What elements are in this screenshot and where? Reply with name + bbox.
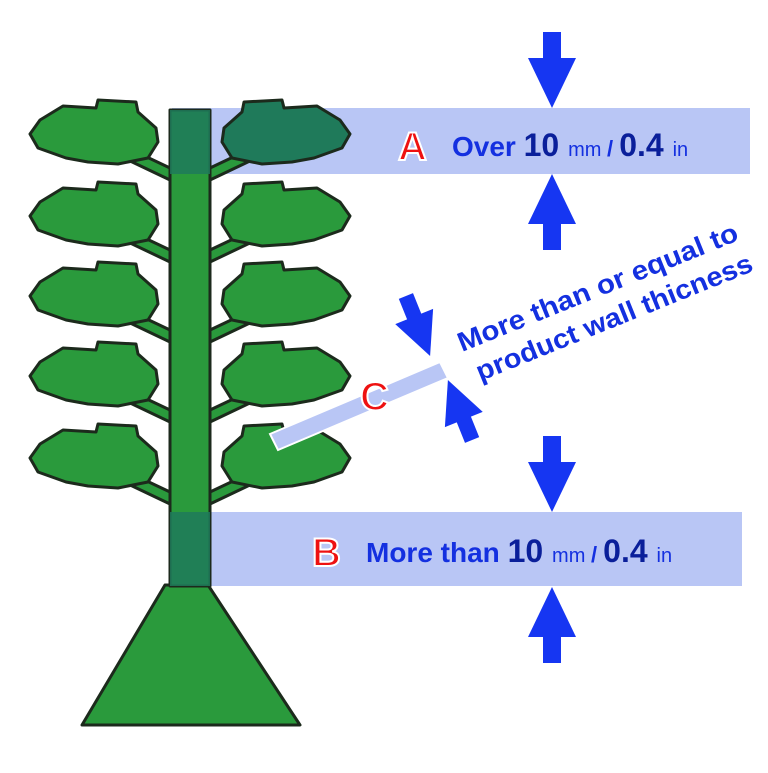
molded-part-right	[220, 340, 352, 408]
molded-part-right	[220, 260, 352, 328]
label-b-value-mm: 10	[508, 533, 552, 569]
up-arrow-icon	[528, 587, 576, 663]
label-a-text: Over 10 mm / 0.4 in	[452, 127, 688, 163]
molded-part-left	[28, 98, 160, 166]
label-b-prefix: More than	[366, 537, 508, 568]
label-b-separator: /	[591, 542, 603, 567]
label-a-unit-mm: mm	[568, 139, 607, 161]
label-b-unit-in: in	[657, 545, 673, 567]
label-a-prefix: Over	[452, 131, 524, 162]
molded-part-right	[220, 98, 352, 166]
up-arrow-icon	[528, 174, 576, 250]
runner-tree	[28, 98, 352, 727]
molded-part-left	[28, 180, 160, 248]
label-a-value-in: 0.4	[619, 127, 672, 163]
band-b	[172, 512, 742, 586]
label-b-unit-mm: mm	[552, 545, 591, 567]
label-a-letter: A	[398, 125, 427, 169]
band-c	[268, 360, 450, 452]
molded-part-left	[28, 340, 160, 408]
band-a-overlay	[170, 110, 210, 174]
label-b-value-in: 0.4	[603, 533, 656, 569]
sprue-base	[80, 583, 302, 727]
molded-part-left	[28, 422, 160, 490]
down-arrow-icon	[386, 288, 450, 364]
label-b-letter: B	[312, 531, 341, 575]
down-arrow-icon	[528, 436, 576, 512]
label-a-value-mm: 10	[524, 127, 568, 163]
molded-part-right	[220, 422, 352, 490]
label-c-letter: C	[360, 375, 389, 419]
label-a-separator: /	[607, 136, 619, 161]
band-b-overlay	[170, 512, 210, 586]
molded-part-left	[28, 260, 160, 328]
down-arrow-icon	[528, 32, 576, 108]
label-a-unit-in: in	[673, 139, 689, 161]
molded-part-right	[220, 180, 352, 248]
label-b-text: More than 10 mm / 0.4 in	[366, 533, 672, 569]
